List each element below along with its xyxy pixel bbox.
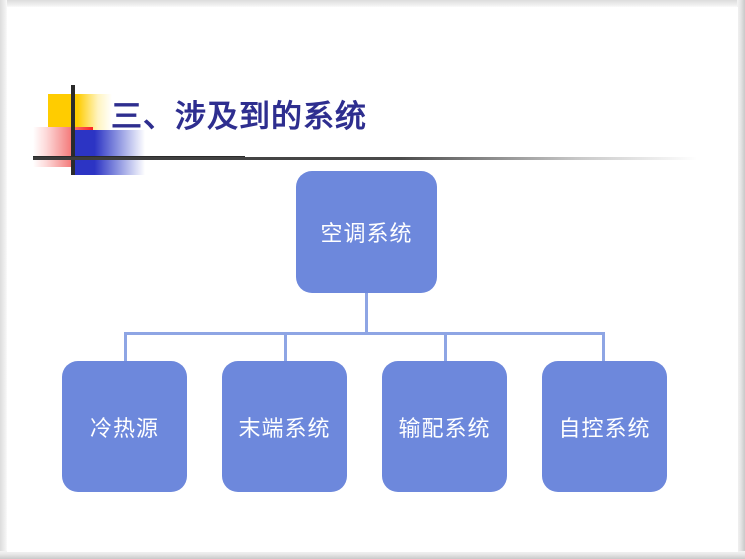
frame-edge-top [0, 0, 745, 7]
connector-drop-1 [124, 332, 127, 362]
org-node-child-4-label: 自控系统 [558, 415, 651, 441]
org-node-child-1[interactable]: 冷热源 [62, 361, 187, 492]
title-underline-rule [33, 157, 697, 160]
org-node-child-1-label: 冷热源 [89, 415, 159, 441]
connector-drop-2 [284, 332, 287, 362]
frame-edge-left [0, 0, 7, 559]
org-node-root[interactable]: 空调系统 [296, 171, 437, 293]
frame-edge-right [737, 0, 745, 559]
connector-horizontal-bus [124, 332, 605, 335]
org-node-child-2[interactable]: 末端系统 [222, 361, 347, 492]
frame-edge-bottom [0, 551, 745, 559]
slide-title: 三、涉及到的系统 [111, 99, 367, 134]
org-node-child-4[interactable]: 自控系统 [542, 361, 667, 492]
decoration-vertical-line [71, 85, 75, 175]
connector-drop-3 [444, 332, 447, 362]
slide-canvas: 三、涉及到的系统 空调系统 冷热源 末端系统 输配系统 自控系统 [7, 7, 738, 552]
connector-root-stem [365, 293, 368, 333]
title-decoration [33, 85, 245, 175]
org-node-child-2-label: 末端系统 [238, 415, 331, 441]
org-chart: 空调系统 冷热源 末端系统 输配系统 自控系统 [7, 7, 738, 552]
org-node-root-label: 空调系统 [320, 221, 413, 246]
org-node-child-3-label: 输配系统 [398, 415, 491, 441]
decoration-blue-square [73, 130, 145, 175]
org-node-child-3[interactable]: 输配系统 [382, 361, 507, 492]
connector-drop-4 [602, 332, 605, 362]
